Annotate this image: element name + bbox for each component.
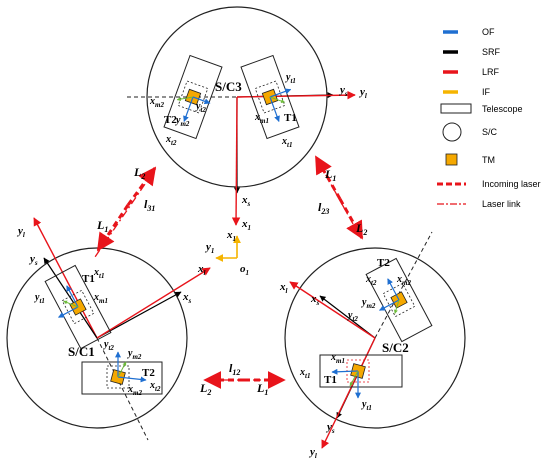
legend-telescope-swatch xyxy=(440,103,472,114)
svg-text:xl: xl xyxy=(197,263,206,277)
svg-text:xt1: xt1 xyxy=(93,267,104,280)
svg-text:xs: xs xyxy=(310,293,320,307)
svg-text:xm1: xm1 xyxy=(330,352,345,365)
svg-text:xs: xs xyxy=(241,194,251,208)
if-frame-center: x1 y1 o1 xyxy=(204,229,249,277)
svg-text:xm2: xm2 xyxy=(149,96,164,109)
label-L1-12: L1 xyxy=(256,381,268,397)
svg-text:yt2: yt2 xyxy=(103,339,114,352)
svg-text:xm1: xm1 xyxy=(254,112,269,125)
label-l23: l23 xyxy=(318,200,329,216)
sc1-circle xyxy=(6,247,188,429)
sc3-label: S/C3 xyxy=(215,79,242,94)
svg-text:yl: yl xyxy=(308,446,317,460)
sc2-t1: T1 xyxy=(324,374,337,386)
sc1-group: yl ys xs xl S/C1 T1 xt1 yt1 xm1 T2 yt2 y… xyxy=(16,217,211,441)
svg-text:yl: yl xyxy=(16,225,25,239)
svg-text:ys: ys xyxy=(28,253,38,267)
sc2-label: S/C2 xyxy=(382,340,409,355)
svg-text:xt1: xt1 xyxy=(299,367,310,380)
svg-text:xm1: xm1 xyxy=(93,292,108,305)
svg-text:yt1: yt1 xyxy=(361,399,372,412)
svg-text:xm2: xm2 xyxy=(127,384,142,397)
legend: OF SRF LRF IF Telescope S/C TM Incoming … xyxy=(437,27,541,209)
svg-text:ys: ys xyxy=(338,84,348,98)
legend-if-label: IF xyxy=(482,87,491,97)
svg-text:x1: x1 xyxy=(241,218,251,232)
sc1-t2: T2 xyxy=(142,367,155,379)
sc2-t2: T2 xyxy=(377,257,390,269)
svg-text:xl: xl xyxy=(279,281,288,295)
svg-text:yl: yl xyxy=(358,86,367,100)
legend-srf-label: SRF xyxy=(482,47,501,57)
legend-link-label: Laser link xyxy=(482,199,521,209)
sc1-t1: T1 xyxy=(82,273,95,285)
sc3-t1: T1 xyxy=(284,112,297,124)
legend-tm-label: TM xyxy=(482,155,495,165)
legend-tm-swatch xyxy=(445,153,458,166)
sc3-t2: T2 xyxy=(164,114,177,126)
sc1-label: S/C1 xyxy=(68,344,95,359)
legend-of-label: OF xyxy=(482,27,495,37)
label-L2-23: L2 xyxy=(355,221,367,237)
legend-lrf-label: LRF xyxy=(482,67,500,77)
legend-sc-swatch xyxy=(442,122,462,142)
label-L1-23: L1 xyxy=(324,167,336,183)
label-L2-12: L2 xyxy=(199,381,211,397)
label-l12: l12 xyxy=(229,361,240,377)
svg-text:ym2: ym2 xyxy=(361,297,376,310)
svg-text:yt1: yt1 xyxy=(34,292,45,305)
svg-text:ym2: ym2 xyxy=(175,115,190,128)
laser-link-31 xyxy=(94,170,155,258)
svg-text:yt1: yt1 xyxy=(285,72,296,85)
svg-text:xm2: xm2 xyxy=(396,274,411,287)
legend-sc-label: S/C xyxy=(482,127,498,137)
svg-text:xt1: xt1 xyxy=(281,136,292,149)
sc2-group: xs xl ys yl S/C2 T2 xt2 xm2 ym2 yt2 T1 x… xyxy=(279,231,433,460)
svg-text:y1: y1 xyxy=(204,241,214,255)
svg-text:yt2: yt2 xyxy=(195,101,206,114)
svg-text:xt2: xt2 xyxy=(365,274,377,287)
svg-text:yt2: yt2 xyxy=(347,310,358,323)
svg-text:ys: ys xyxy=(325,421,335,435)
svg-text:ym2: ym2 xyxy=(127,348,142,361)
svg-text:xs: xs xyxy=(182,291,192,305)
sc2-circle xyxy=(284,247,466,429)
sc3-group: ys yl xs x1 S/C3 T2 xm2 yt2 ym2 xt2 T1 y xyxy=(127,54,367,232)
legend-incoming-label: Incoming laser xyxy=(482,179,541,189)
label-L2-31: L2 xyxy=(133,165,145,181)
legend-telescope-label: Telescope xyxy=(482,104,523,114)
svg-text:xt2: xt2 xyxy=(165,134,177,147)
incoming-laser-arrows xyxy=(96,155,364,389)
svg-text:xt2: xt2 xyxy=(149,380,161,393)
svg-text:x1: x1 xyxy=(226,229,236,243)
label-L1-31: L1 xyxy=(96,218,108,234)
svg-text:o1: o1 xyxy=(240,263,249,277)
label-l31: l31 xyxy=(144,197,155,213)
